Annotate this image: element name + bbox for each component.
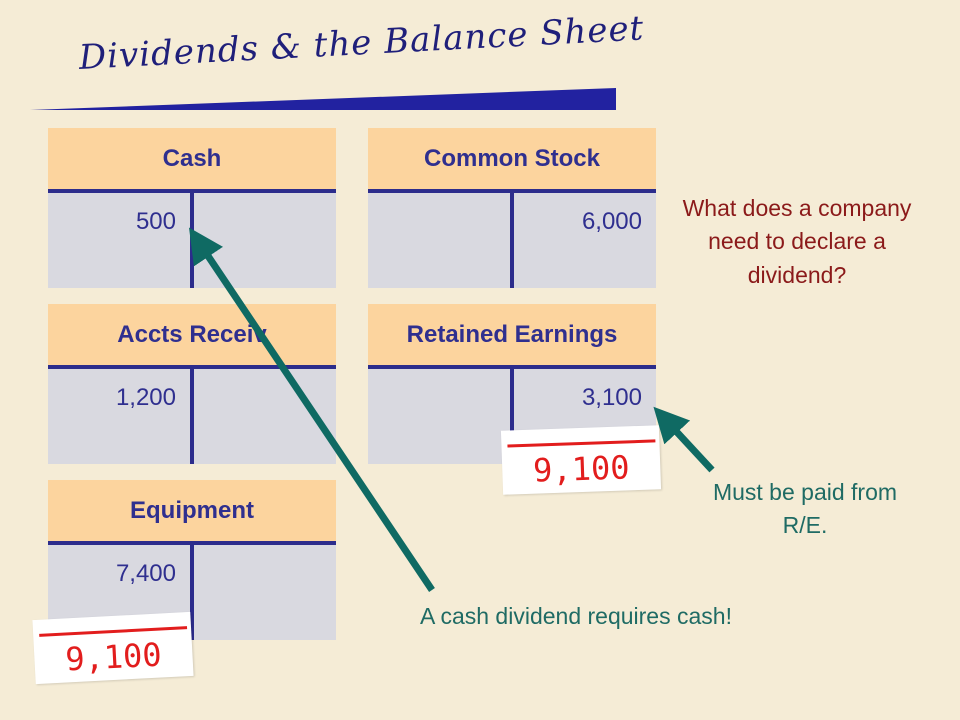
- t-account-accts-receiv-debit: 1,200: [115, 384, 176, 411]
- t-account-cash: Cash 500: [48, 128, 336, 288]
- t-account-retained-earnings-divider: [368, 365, 656, 369]
- t-account-common-stock-center-line: [510, 193, 514, 288]
- question-callout: What does a company need to declare a di…: [682, 195, 912, 288]
- t-account-accts-receiv-divider: [48, 365, 336, 369]
- t-account-equipment-center-line: [190, 545, 194, 640]
- t-account-equipment-divider: [48, 541, 336, 545]
- t-account-common-stock: Common Stock 6,000: [368, 128, 656, 288]
- t-account-common-stock-divider: [368, 189, 656, 193]
- retained-earnings-arrow: [653, 406, 715, 473]
- t-account-cash-divider: [48, 189, 336, 193]
- t-account-common-stock-name: Common Stock: [368, 128, 656, 189]
- cash-arrow: [188, 227, 435, 592]
- t-account-equipment-name: Equipment: [48, 480, 336, 541]
- t-account-cash-debit: 500: [135, 208, 176, 235]
- t-account-accts-receiv: Accts Receiv 1,200: [48, 304, 336, 464]
- t-account-accts-receiv-name: Accts Receiv: [48, 304, 336, 365]
- cash-dividend-note: A cash dividend requires cash!: [420, 603, 732, 629]
- t-account-equipment-debit: 7,400: [115, 560, 176, 587]
- t-account-retained-earnings-center-line: [510, 369, 514, 464]
- t-account-common-stock-credit: 6,000: [581, 208, 642, 235]
- t-account-retained-earnings-name: Retained Earnings: [368, 304, 656, 365]
- t-account-accts-receiv-center-line: [190, 369, 194, 464]
- retained-earnings-note: Must be paid from R/E.: [712, 479, 898, 539]
- t-account-cash-name: Cash: [48, 128, 336, 189]
- t-account-retained-earnings-credit: 3,100: [581, 384, 642, 411]
